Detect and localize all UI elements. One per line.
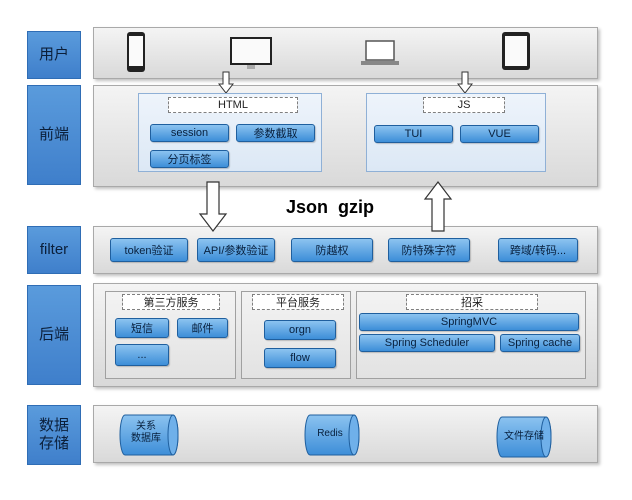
filter-cors-label: 跨域/转码...: [509, 245, 567, 257]
email-label: 邮件: [191, 323, 214, 335]
spring-cache-button[interactable]: Spring cache: [500, 334, 580, 352]
json-gzip-label: Json gzip: [260, 195, 400, 219]
sms-label: 短信: [131, 323, 153, 335]
tui-label: TUI: [404, 128, 423, 140]
js-panel-title-text: JS: [457, 99, 471, 111]
layer-label-filter-text: filter: [39, 241, 69, 258]
tui-button[interactable]: TUI: [374, 125, 453, 143]
more-services-label: ...: [137, 349, 147, 361]
laptop-icon: [361, 40, 399, 65]
filter-anti-override-button[interactable]: 防越权: [291, 238, 373, 262]
filter-token-button[interactable]: token验证: [110, 238, 188, 262]
phone-icon: [127, 32, 145, 72]
filter-api-param-button[interactable]: API/参数验证: [197, 238, 275, 262]
flow-button[interactable]: flow: [264, 348, 336, 368]
redis-label: Redis: [305, 420, 355, 448]
relational-db-label: 关系 数据库: [120, 418, 172, 448]
third-party-title: 第三方服务: [122, 294, 220, 310]
layer-label-user-text: 用户: [38, 46, 69, 63]
layer-label-frontend-text: 前端: [38, 126, 69, 143]
arrow-down-large-icon: [198, 181, 228, 232]
platform-title: 平台服务: [252, 294, 344, 310]
pagination-tag-button[interactable]: 分页标签: [150, 150, 229, 168]
html-panel-title-text: HTML: [218, 99, 248, 111]
redis-text: Redis: [317, 428, 343, 439]
filter-special-char-label: 防特殊字符: [401, 245, 457, 257]
relational-db-cylinder: [119, 414, 179, 456]
redis-cylinder: [304, 414, 360, 456]
layer-label-user: 用户: [27, 31, 81, 79]
recruit-title-text: 招采: [461, 297, 483, 309]
layer-label-backend-text: 后端: [38, 326, 69, 343]
recruit-title: 招采: [406, 294, 538, 310]
param-extract-button[interactable]: 参数截取: [236, 124, 315, 142]
springmvc-label: SpringMVC: [440, 316, 498, 328]
param-extract-label: 参数截取: [253, 128, 298, 140]
file-storage-cylinder: [496, 416, 552, 458]
file-storage-text: 文件存储: [504, 431, 544, 442]
layer-label-frontend: 前端: [27, 85, 81, 185]
js-panel-title: JS: [423, 97, 505, 113]
sms-button[interactable]: 短信: [115, 318, 169, 338]
arrow-down-small-icon-2: [456, 71, 474, 94]
file-storage-label: 文件存储: [497, 423, 551, 451]
session-label: session: [170, 127, 209, 139]
layer-label-storage: 数据 存储: [27, 405, 81, 465]
orgn-label: orgn: [288, 324, 312, 336]
filter-token-label: token验证: [124, 245, 174, 257]
email-button[interactable]: 邮件: [177, 318, 228, 338]
vue-button[interactable]: VUE: [460, 125, 539, 143]
layer-label-filter: filter: [27, 226, 81, 274]
filter-api-param-label: API/参数验证: [203, 245, 269, 257]
pagination-tag-label: 分页标签: [167, 154, 212, 166]
springmvc-button[interactable]: SpringMVC: [359, 313, 579, 331]
filter-anti-override-label: 防越权: [315, 245, 349, 257]
platform-title-text: 平台服务: [276, 297, 320, 309]
filter-special-char-button[interactable]: 防特殊字符: [388, 238, 470, 262]
monitor-icon: [230, 37, 272, 69]
more-services-button[interactable]: ...: [115, 344, 169, 366]
session-button[interactable]: session: [150, 124, 229, 142]
json-gzip-text: Json gzip: [285, 196, 374, 217]
vue-label: VUE: [488, 128, 511, 140]
arrow-down-small-icon: [217, 71, 235, 94]
spring-scheduler-button[interactable]: Spring Scheduler: [359, 334, 495, 352]
arrow-up-large-icon: [423, 181, 453, 232]
third-party-title-text: 第三方服务: [143, 297, 199, 309]
layer-label-storage-text: 数据 存储: [38, 417, 69, 452]
spring-cache-label: Spring cache: [507, 337, 573, 349]
flow-label: flow: [290, 352, 310, 364]
layer-label-backend: 后端: [27, 285, 81, 385]
html-panel-title: HTML: [168, 97, 298, 113]
relational-db-text: 关系 数据库: [131, 421, 161, 444]
orgn-button[interactable]: orgn: [264, 320, 336, 340]
filter-cors-button[interactable]: 跨域/转码...: [498, 238, 578, 262]
tablet-icon: [502, 32, 530, 70]
spring-scheduler-label: Spring Scheduler: [384, 337, 470, 349]
